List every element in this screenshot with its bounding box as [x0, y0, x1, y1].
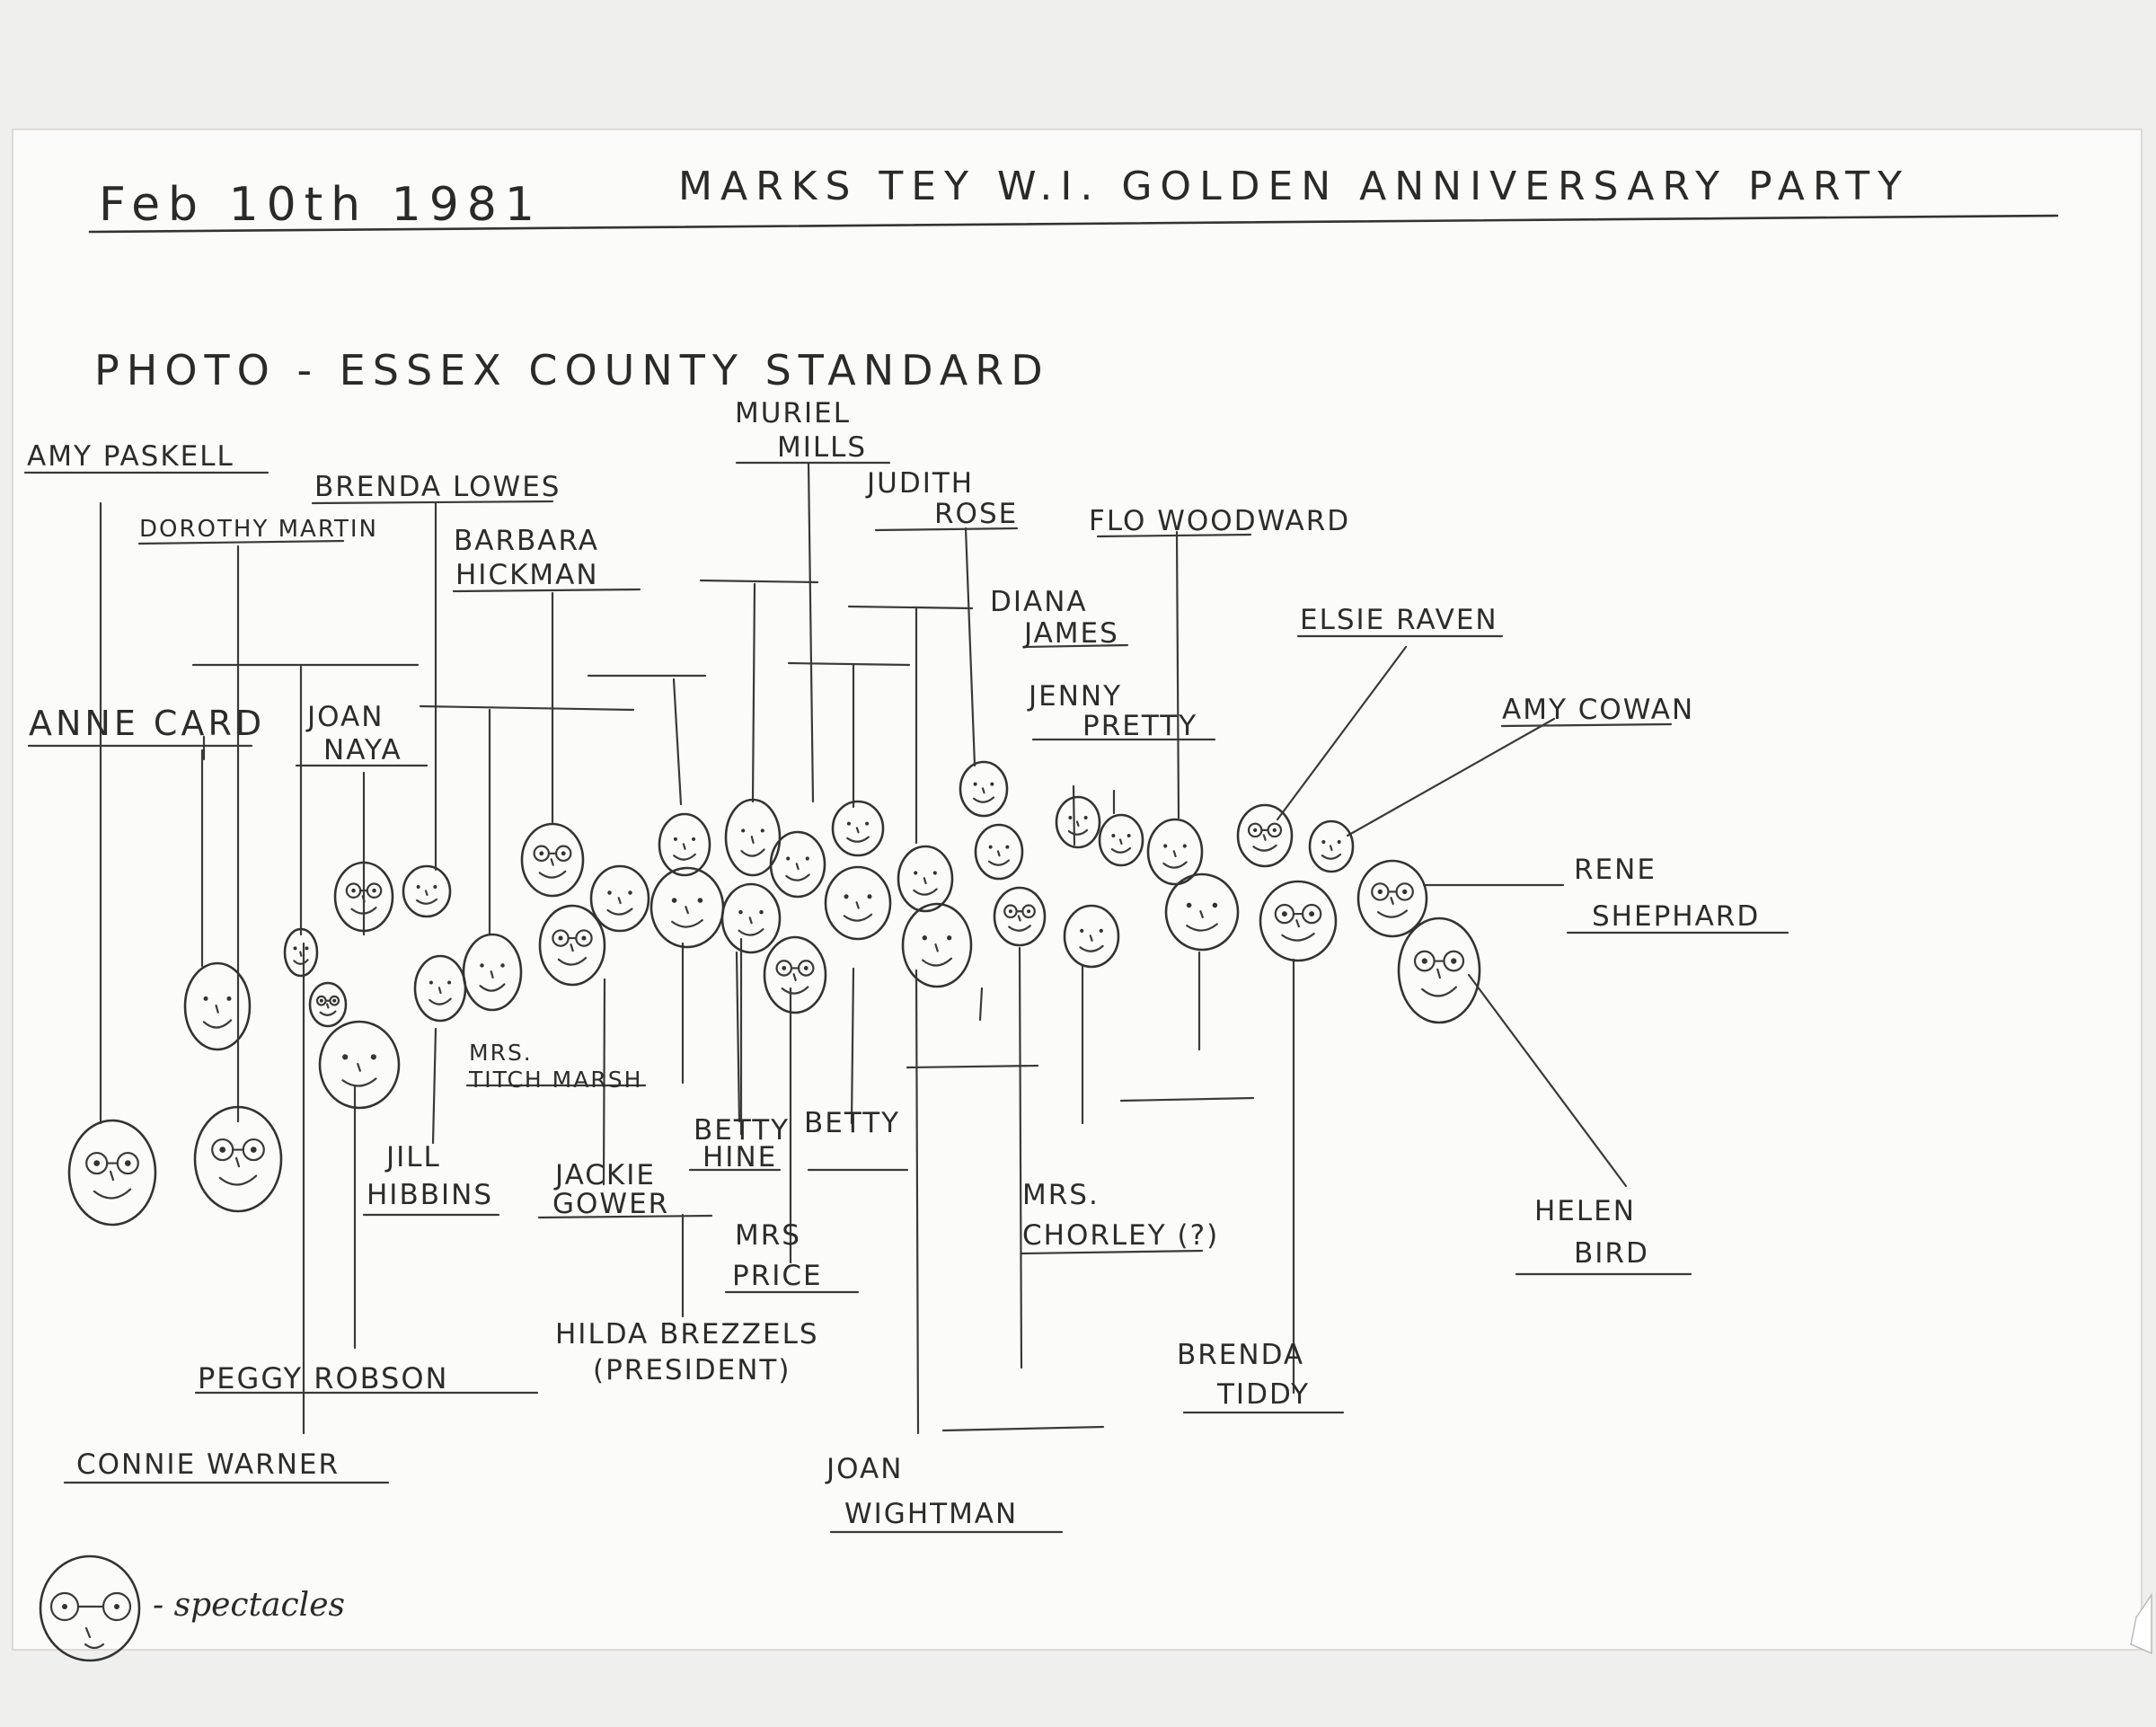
label-amy-cowan: AMY COWAN	[1502, 694, 1694, 726]
spectacles-legend: - spectacles	[39, 1554, 345, 1662]
face-with-spectacles-icon	[763, 935, 827, 1014]
face-with-spectacles-icon	[39, 1554, 141, 1662]
face-icon	[824, 865, 892, 941]
header-date: Feb 10th 1981	[99, 178, 543, 232]
face-with-spectacles-icon	[193, 1105, 283, 1213]
face-with-spectacles-icon	[1259, 880, 1338, 962]
face-with-spectacles-icon	[1356, 859, 1428, 938]
label-underlines	[23, 461, 1789, 1534]
face-icon	[1063, 904, 1120, 969]
face-icon	[901, 902, 973, 988]
faces-group	[67, 760, 1481, 1227]
label-elsie-raven: ELSIE RAVEN	[1300, 604, 1498, 636]
face-icon	[1098, 813, 1144, 867]
header-underline	[88, 214, 2059, 234]
face-icon	[589, 864, 650, 933]
face-icon	[1164, 872, 1240, 952]
face-icon	[720, 882, 782, 954]
name-labels: AMY PASKELL BRENDA LOWES DOROTHY MARTIN …	[27, 397, 1760, 1530]
label-mrs-titchmarsh: MRS.TITCH MARSH	[468, 1040, 642, 1093]
leader-lines	[99, 461, 1628, 1435]
label-connie-warner: CONNIE WARNER	[76, 1448, 340, 1481]
face-icon	[831, 800, 885, 857]
face-with-spectacles-icon	[1397, 917, 1481, 1024]
face-icon	[1146, 818, 1204, 886]
face-icon	[974, 823, 1024, 881]
face-icon	[462, 933, 523, 1012]
photo-credit: PHOTO - ESSEX COUNTY STANDARD	[94, 346, 1050, 394]
label-dorothy-martin: DOROTHY MARTIN	[139, 516, 378, 543]
face-icon	[959, 760, 1009, 818]
label-brenda-lowes: BRENDA LOWES	[314, 471, 561, 503]
face-with-spectacles-icon	[538, 904, 606, 987]
face-icon	[658, 812, 711, 877]
paper-corner-fold	[2130, 1592, 2152, 1655]
face-with-spectacles-icon	[308, 981, 348, 1028]
face-icon	[1308, 819, 1355, 873]
label-hilda-brezzels: HILDA BREZZELS(PRESIDENT)	[555, 1318, 819, 1386]
label-anne-card: ANNE CARD	[29, 704, 265, 743]
face-icon	[1055, 795, 1101, 849]
face-icon	[283, 927, 319, 978]
face-icon	[402, 864, 452, 918]
header-event-title: MARKS TEY W.I. GOLDEN ANNIVERSARY PARTY	[678, 164, 1910, 209]
face-with-spectacles-icon	[520, 822, 585, 898]
face-icon	[183, 961, 252, 1051]
spectacles-legend-label: - spectacles	[153, 1587, 345, 1624]
face-icon	[897, 845, 954, 913]
face-with-spectacles-icon	[67, 1119, 157, 1227]
face-with-spectacles-icon	[1236, 803, 1294, 868]
label-mrs-chorley: MRS.CHORLEY (?)	[1022, 1179, 1219, 1252]
label-betty: BETTY	[804, 1107, 900, 1139]
label-amy-paskell: AMY PASKELL	[27, 440, 234, 473]
face-with-spectacles-icon	[333, 861, 394, 933]
face-icon	[724, 798, 782, 877]
face-icon	[769, 830, 826, 899]
label-peggy-robson: PEGGY ROBSON	[198, 1361, 448, 1395]
face-icon	[318, 1020, 401, 1110]
label-flo-woodward: FLO WOODWARD	[1089, 505, 1350, 537]
face-with-spectacles-icon	[993, 886, 1047, 947]
